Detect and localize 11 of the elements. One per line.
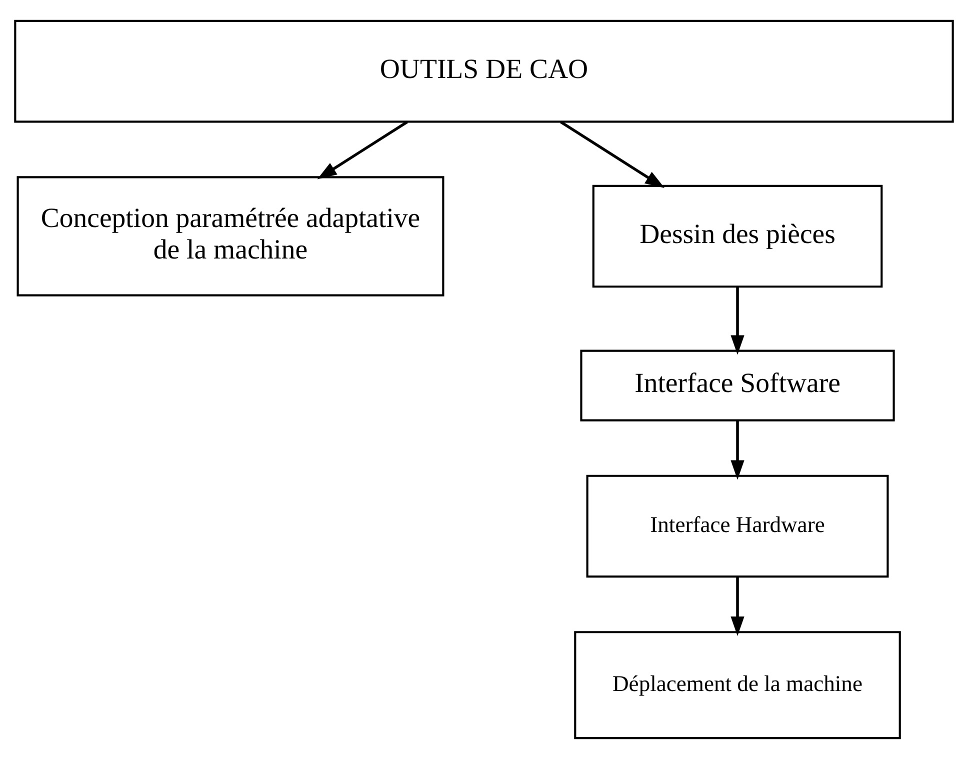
node-box: Interface Hardware: [586, 474, 889, 578]
arrow: [317, 120, 408, 179]
node-box: Déplacement de la machine: [574, 630, 901, 739]
node-box: Interface Software: [580, 349, 895, 421]
node-box: OUTILS DE CAO: [14, 19, 954, 122]
arrow: [730, 576, 744, 636]
arrow: [730, 286, 744, 354]
node-box: Dessin des pièces: [592, 184, 883, 288]
arrow: [560, 120, 665, 188]
arrow: [730, 420, 744, 480]
node-box: Conception paramétrée adaptative de la machine: [16, 176, 444, 296]
